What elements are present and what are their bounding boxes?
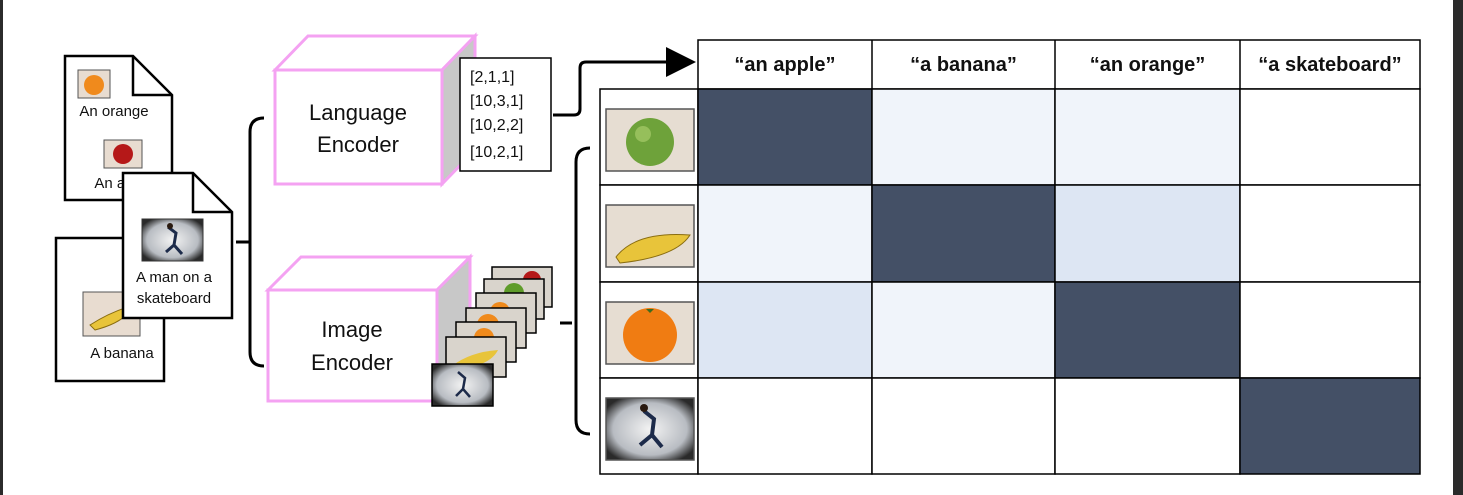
- similarity-cell: [1239, 377, 1421, 475]
- language-encoder: Language Encoder: [271, 32, 479, 188]
- similarity-cell: [697, 88, 873, 186]
- vector-item: [2,1,1]: [470, 69, 514, 86]
- similarity-cell: [1054, 184, 1241, 283]
- similarity-cell: [871, 377, 1056, 475]
- apple-icon: [103, 139, 143, 169]
- image-encoder-label: Image: [321, 317, 382, 342]
- column-header: “an apple”: [734, 54, 835, 76]
- vector-item: [10,3,1]: [470, 93, 523, 110]
- column-header: “a banana”: [910, 54, 1017, 76]
- similarity-cell: [1239, 281, 1421, 379]
- similarity-cell: [871, 184, 1056, 283]
- similarity-cell: [1239, 184, 1421, 283]
- row-image-apple-icon: [599, 88, 699, 186]
- similarity-cell: [1054, 281, 1241, 379]
- column-header: “a skateboard”: [1258, 54, 1401, 76]
- images-bracket: [560, 146, 591, 436]
- similarity-cell: [1054, 377, 1241, 475]
- matrix-header: [697, 39, 1421, 90]
- column-header: “an orange”: [1090, 54, 1206, 76]
- similarity-cell: [697, 184, 873, 283]
- similarity-cell: [1054, 88, 1241, 186]
- document-label: An orange: [79, 103, 148, 120]
- documents-bracket: [236, 116, 265, 368]
- text-vectors: [2,1,1] [10,3,1] [10,2,2] [10,2,1]: [459, 57, 552, 172]
- row-image-orange-icon: [599, 281, 699, 379]
- document-skateboard: A man on a skateboard: [121, 171, 234, 320]
- stack-card-skateboard: [431, 363, 494, 407]
- language-encoder-label-line2: Encoder: [317, 132, 399, 157]
- documents-stack: A banana An orange An apple: [54, 54, 234, 383]
- image-encoder-label-line2: Encoder: [311, 350, 393, 375]
- similarity-cell: [697, 377, 873, 475]
- similarity-cell: [871, 281, 1056, 379]
- similarity-cell: [697, 281, 873, 379]
- document-label-line2: skateboard: [137, 290, 211, 307]
- skateboard-icon: [141, 218, 204, 262]
- image-embedding-stack: [431, 266, 553, 407]
- vectors-arrow: [553, 47, 696, 117]
- similarity-matrix: “an apple” “a banana” “an orange” “a skateb…: [599, 39, 1421, 475]
- similarity-cell: [1239, 88, 1421, 186]
- image-encoder: Image Encoder: [264, 253, 474, 405]
- vector-item: [10,2,1]: [470, 144, 523, 161]
- document-fruits: An orange An apple: [63, 54, 174, 202]
- vector-item: [10,2,2]: [470, 117, 523, 134]
- language-encoder-label: Language: [309, 100, 407, 125]
- document-label: A man on a: [136, 269, 213, 286]
- orange-icon: [77, 69, 111, 99]
- similarity-cell: [871, 88, 1056, 186]
- row-image-banana-icon: [599, 184, 699, 283]
- row-image-skateboard-icon: [599, 377, 699, 475]
- document-label: A banana: [90, 345, 154, 362]
